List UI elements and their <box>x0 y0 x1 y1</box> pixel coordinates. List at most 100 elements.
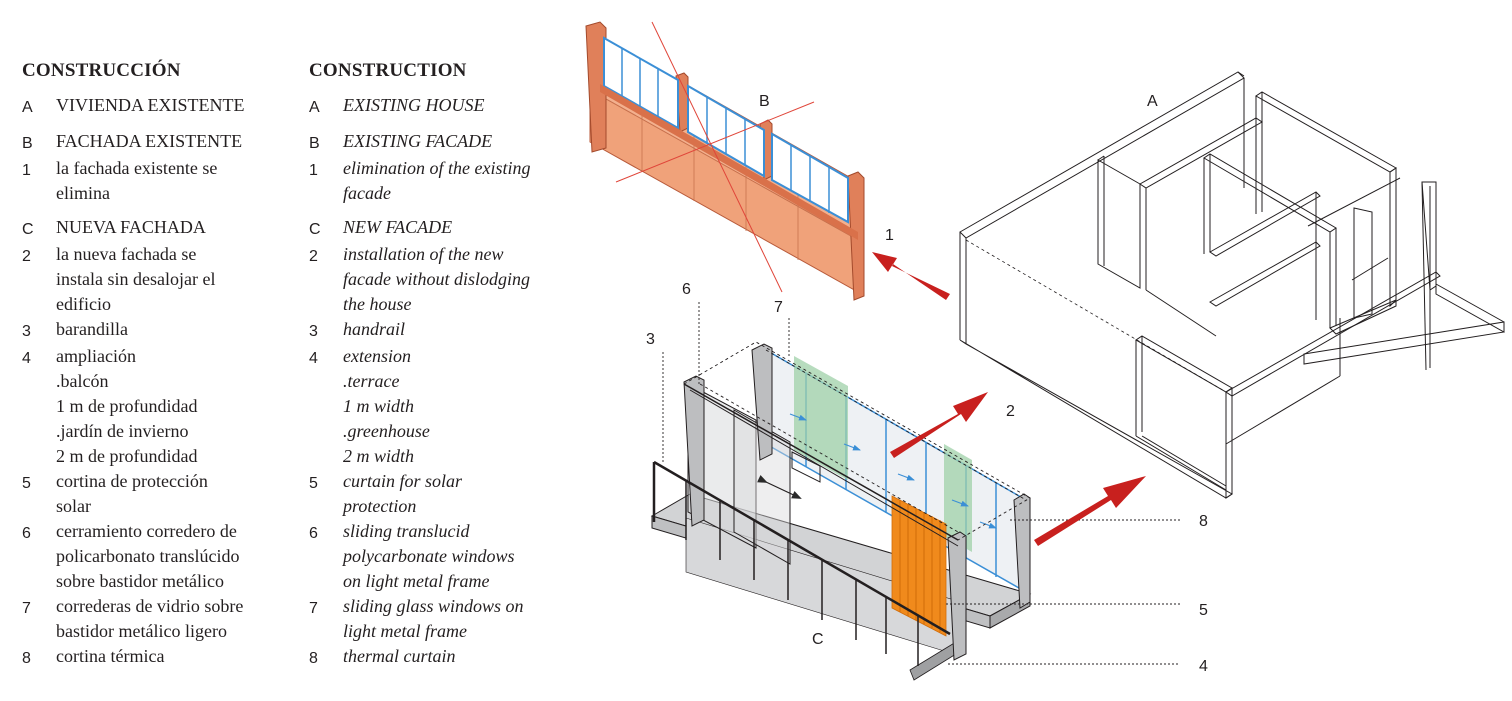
legend-item-line: sobre bastidor metálico <box>56 571 224 591</box>
legend-item: 3 barandilla <box>22 317 292 344</box>
legend-item-line: light metal frame <box>343 621 467 641</box>
legend-item: B FACHADA EXISTENTE <box>22 129 292 156</box>
diagram-labels: A B C 1 2 3 4 5 6 7 8 <box>646 93 1208 675</box>
legend-item: B EXISTING FACADE <box>309 129 579 156</box>
label-7: 7 <box>774 299 783 316</box>
legend-item-key: B <box>22 135 33 152</box>
legend-item-line: protection <box>343 496 417 516</box>
legend-item-line: FACHADA EXISTENTE <box>56 131 243 151</box>
legend-item-line: sliding glass windows on <box>343 596 524 616</box>
legend-item-key: 6 <box>22 525 31 542</box>
legend-item-key: 8 <box>309 650 318 667</box>
legend-item-line: barandilla <box>56 319 128 339</box>
legend-item-key: 8 <box>22 650 31 667</box>
legend-item-line: policarbonato translúcido <box>56 546 240 566</box>
legend-item-key: 2 <box>309 248 318 265</box>
legend-item-line: thermal curtain <box>343 646 456 666</box>
legend-item-line: cortina de protección <box>56 471 208 491</box>
legend-item-line: .greenhouse <box>343 421 430 441</box>
legend-item-text: EXISTING HOUSE <box>343 93 579 120</box>
legend-item-line: la nueva fachada se <box>56 244 197 264</box>
existing-facade-drawing <box>585 21 865 301</box>
legend-item-key: C <box>22 221 34 238</box>
new-facade-drawing <box>650 302 1180 681</box>
legend-item-line: bastidor metálico ligero <box>56 621 227 641</box>
legend-item: 5 cortina de protección solar <box>22 469 292 519</box>
legend-item-line: 1 m de profundidad <box>56 396 198 416</box>
legend-item-line: cortina térmica <box>56 646 165 666</box>
legend-heading: CONSTRUCTION <box>309 60 467 81</box>
legend-item-line: 2 m de profundidad <box>56 446 198 466</box>
legend-item-line: correderas de vidrio sobre <box>56 596 244 616</box>
label-1: 1 <box>885 227 894 244</box>
legend-item-line: solar <box>56 496 91 516</box>
legend-item-text: handrail <box>343 317 579 344</box>
legend-item-key: 3 <box>22 323 31 340</box>
legend-item-text: NEW FACADE <box>343 215 579 242</box>
legend-item: 7 correderas de vidrio sobre bastidor metá… <box>22 594 292 644</box>
legend-item-key: 7 <box>22 600 31 617</box>
legend-item-key: 3 <box>309 323 318 340</box>
legend-item-line: EXISTING HOUSE <box>343 95 485 115</box>
legend-item-line: EXISTING FACADE <box>343 131 493 151</box>
legend-item-line: VIVIENDA EXISTENTE <box>56 95 245 115</box>
legend-item-key: A <box>309 99 320 116</box>
legend-item-text: sliding glass windows on light metal fram… <box>343 594 579 644</box>
legend-item-text: VIVIENDA EXISTENTE <box>56 93 292 120</box>
legend-item: 7 sliding glass windows on light metal fra… <box>309 594 579 644</box>
legend-item-key: B <box>309 135 320 152</box>
label-8: 8 <box>1199 513 1208 530</box>
legend-item-key: C <box>309 221 321 238</box>
red-arrows <box>872 252 1146 546</box>
legend-item-key: 6 <box>309 525 318 542</box>
legend-item-line: 2 m width <box>343 446 415 466</box>
legend-item-text: NUEVA FACHADA <box>56 215 292 242</box>
legend-item: 8 cortina térmica <box>22 644 292 671</box>
legend-spanish: CONSTRUCCIÓN A VIVIENDA EXISTENTE B FACHADA… <box>22 58 292 671</box>
label-3: 3 <box>646 331 655 348</box>
legend-item-text: correderas de vidrio sobre bastidor metál… <box>56 594 292 644</box>
legend-item-line: sliding translucid <box>343 521 470 541</box>
label-a: A <box>1147 93 1158 110</box>
legend-item-key: 1 <box>309 162 318 179</box>
legend-item-text: cortina térmica <box>56 644 292 671</box>
legend-item-line: ampliación <box>56 346 136 366</box>
label-4: 4 <box>1199 658 1208 675</box>
legend-item-line: .balcón <box>56 371 109 391</box>
legend-item-line: on light metal frame <box>343 571 490 591</box>
label-5: 5 <box>1199 602 1208 619</box>
legend-item-line: la fachada existente se <box>56 158 218 178</box>
legend-item-key: 7 <box>309 600 318 617</box>
legend-item-text: EXISTING FACADE <box>343 129 579 156</box>
legend-item: A VIVIENDA EXISTENTE <box>22 93 292 120</box>
legend-item: A EXISTING HOUSE <box>309 93 579 120</box>
legend-item-key: 4 <box>22 350 31 367</box>
legend-item-line: edificio <box>56 294 111 314</box>
legend-item-line: .terrace <box>343 371 400 391</box>
legend-heading: CONSTRUCCIÓN <box>22 60 181 81</box>
label-b: B <box>759 93 770 110</box>
label-2: 2 <box>1006 403 1015 420</box>
legend-item-key: A <box>22 99 33 116</box>
legend-item-text: cortina de protección solar <box>56 469 292 519</box>
legend-item: C NEW FACADE <box>309 215 579 242</box>
legend-item-key: 5 <box>22 475 31 492</box>
legend-english: CONSTRUCTION A EXISTING HOUSE B EXISTING FA… <box>309 58 579 671</box>
label-6: 6 <box>682 281 691 298</box>
legend-item-line: facade without dislodging <box>343 269 530 289</box>
legend-item-line: NEW FACADE <box>343 217 453 237</box>
legend-item: 3 handrail <box>309 317 579 344</box>
legend-item-text: barandilla <box>56 317 292 344</box>
